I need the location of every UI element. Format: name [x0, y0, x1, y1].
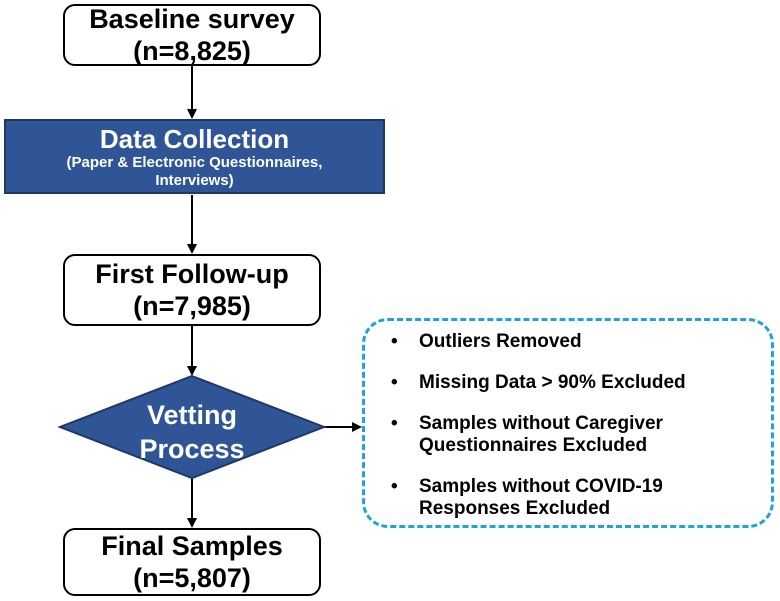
- data-collection-subtitle-line2: Interviews): [155, 171, 234, 189]
- vetting-diamond: [57, 374, 327, 480]
- criteria-item-text-line2: Responses Excluded: [419, 498, 611, 519]
- first-followup-label: First Follow-up: [95, 259, 289, 289]
- baseline-survey-box: Baseline survey (n=8,825): [63, 4, 321, 66]
- criteria-item-caregiver: • Samples without Caregiver Questionnair…: [391, 413, 761, 457]
- exclusion-criteria-box: • Outliers Removed • Missing Data > 90% …: [362, 318, 774, 528]
- bullet-icon: •: [391, 413, 398, 434]
- criteria-item-text-line1: Samples without COVID-19: [419, 476, 663, 497]
- bullet-icon: •: [391, 372, 398, 393]
- data-collection-title: Data Collection: [99, 123, 290, 154]
- bullet-icon: •: [391, 476, 398, 497]
- criteria-item-covid: • Samples without COVID-19 Responses Exc…: [391, 476, 761, 520]
- baseline-survey-label: Baseline survey: [89, 4, 295, 34]
- criteria-item-outliers: • Outliers Removed: [391, 331, 761, 353]
- data-collection-box: Data Collection (Paper & Electronic Ques…: [4, 119, 385, 194]
- final-samples-box: Final Samples (n=5,807): [63, 528, 321, 596]
- criteria-item-text-line1: Samples without Caregiver: [419, 413, 663, 434]
- criteria-item-text-line2: Questionnaires Excluded: [419, 435, 648, 456]
- baseline-survey-count: (n=8,825): [133, 36, 251, 66]
- final-samples-count: (n=5,807): [133, 563, 251, 593]
- criteria-item-missing-data: • Missing Data > 90% Excluded: [391, 372, 761, 394]
- criteria-item-text: Outliers Removed: [419, 331, 582, 352]
- first-followup-box: First Follow-up (n=7,985): [63, 254, 321, 326]
- vetting-process-label: Vetting Process: [100, 398, 284, 466]
- final-samples-label: Final Samples: [101, 531, 283, 561]
- exclusion-criteria-list: • Outliers Removed • Missing Data > 90% …: [391, 331, 761, 520]
- bullet-icon: •: [391, 331, 398, 352]
- vetting-label-line2: Process: [139, 434, 245, 464]
- data-collection-subtitle-line1: (Paper & Electronic Questionnaires,: [66, 153, 323, 171]
- vetting-label-line1: Vetting: [146, 400, 237, 430]
- criteria-item-text: Missing Data > 90% Excluded: [419, 372, 686, 393]
- first-followup-count: (n=7,985): [133, 291, 251, 321]
